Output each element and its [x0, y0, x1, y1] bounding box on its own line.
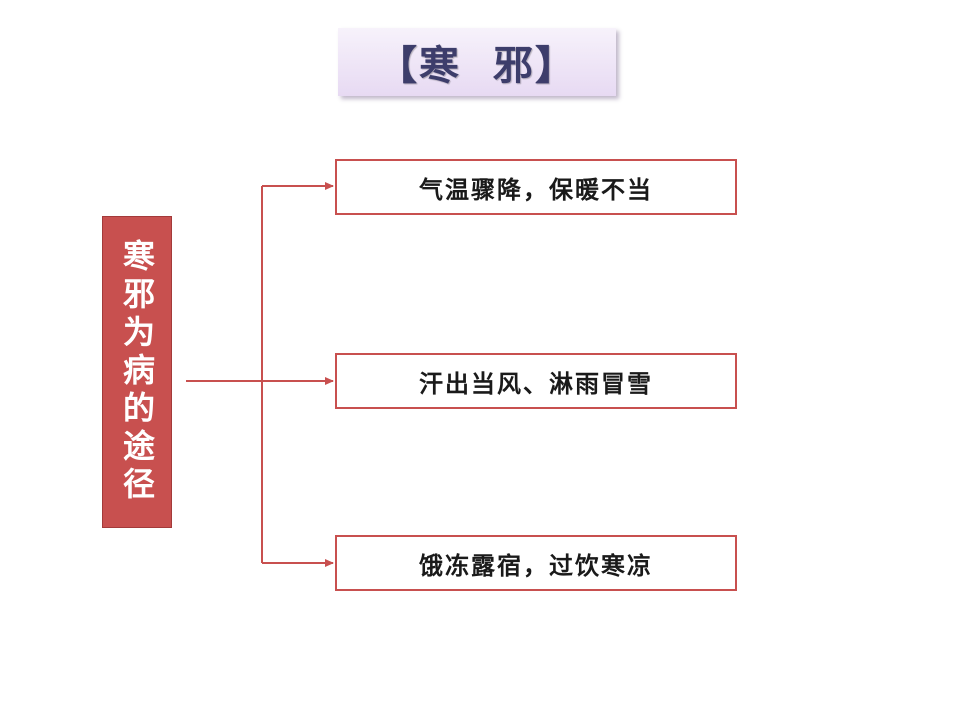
branch-node-label: 饿冻露宿，过饮寒凉: [419, 551, 653, 580]
branch-node-label: 汗出当风、淋雨冒雪: [419, 369, 653, 398]
title-banner: 【寒 邪】: [338, 28, 616, 96]
root-node-label: 寒邪为病的途径: [118, 239, 156, 505]
branch-node-3: 饿冻露宿，过饮寒凉: [335, 535, 737, 591]
page-title: 【寒 邪】: [377, 43, 577, 89]
branch-node-label: 气温骤降，保暖不当: [419, 175, 653, 204]
root-node: 寒邪为病的途径: [102, 216, 172, 528]
branch-node-1: 气温骤降，保暖不当: [335, 159, 737, 215]
branch-node-2: 汗出当风、淋雨冒雪: [335, 353, 737, 409]
